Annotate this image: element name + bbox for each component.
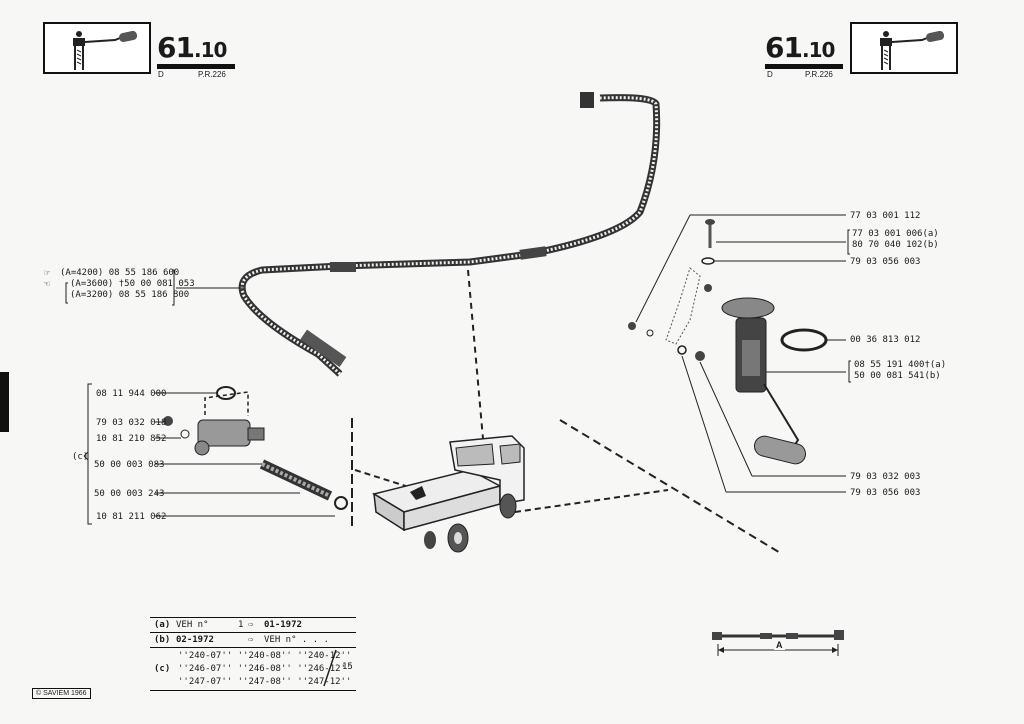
legend-row-a: (a) VEH n° 1 ⇨ 01-1972 [150, 618, 356, 633]
legend-table: (a) VEH n° 1 ⇨ 01-1972 (b) 02-1972 ⇨ VEH… [150, 617, 356, 691]
part-number-pair: 08 55 191 400†(a) 50 00 081 541(b) [854, 360, 946, 382]
sender-flange [721, 297, 775, 319]
header-thumbnail-left [43, 22, 151, 74]
part-number: 77 03 001 112 [850, 211, 921, 221]
cable-sleeve [330, 262, 356, 272]
part-number: 50 00 003 243 [94, 489, 165, 499]
code-left-b: P.R.226 [198, 70, 226, 79]
part-number: 50 00 081 541(b) [854, 371, 941, 381]
header-bar-left [157, 64, 235, 69]
header-thumbnail-right [850, 22, 958, 74]
cable-ref-list: ☞ (A=4200) 08 55 186 600 ☜ (A=3600) †50 … [44, 268, 195, 301]
part-number: 08 55 191 400†(a) [854, 360, 947, 370]
part-number-pair: 77 03 001 006(a) 80 70 040 102(b) [852, 229, 939, 251]
part-number: 79 03 056 003 [850, 257, 921, 267]
cable-nut [580, 92, 594, 108]
cable-sleeve [519, 246, 547, 260]
code-right-b: P.R.226 [805, 70, 833, 79]
part-number: 77 03 001 006(a) [852, 229, 939, 239]
part-number: 79 03 032 003 [850, 472, 921, 482]
part-number: 08 11 944 000 [96, 389, 167, 399]
o-ring [216, 386, 236, 400]
part-number: 80 70 040 102(b) [852, 240, 939, 250]
float [753, 435, 807, 465]
part-number: 79 03 056 003 [850, 488, 921, 498]
part-number: 50 00 003 083 [94, 460, 165, 470]
cable-ref-3: (A=3200) 08 55 186 800 [70, 290, 190, 300]
group-label: (c) [72, 452, 89, 462]
legend-row-b: (b) 02-1972 ⇨ VEH n° . . . [150, 633, 356, 648]
code-right-a: D [767, 70, 773, 79]
flange-seal [780, 328, 828, 352]
legend-row-c: (c) ''240-07'' ''240-08'' ''240-12'' ''2… [150, 648, 356, 691]
arrow-right-icon: ⇨ [248, 620, 254, 630]
part-number: 00 36 813 012 [850, 335, 921, 345]
finger-pointer-icon: ☞ [44, 268, 51, 279]
cable-end [300, 329, 347, 367]
part-number: 79 03 032 018 [96, 418, 167, 428]
sender-unit-icon [73, 30, 138, 70]
gasket-shape [665, 267, 701, 345]
part-number: 10 81 210 852 [96, 434, 167, 444]
code-left-a: D [158, 70, 164, 79]
truck-illustration [372, 435, 525, 553]
speedometer-cable [238, 94, 661, 377]
hand-pointer-icon: ☜ [44, 279, 51, 290]
part-number: 10 81 211 062 [96, 512, 167, 522]
cable-dimension-diagram [712, 630, 844, 656]
copyright-notice: © SAVIEM 1966 [32, 688, 91, 699]
arrow-right-icon: ⇨ [248, 635, 254, 645]
legend-c-ref: 15 [342, 662, 353, 672]
page-edge-tab [0, 372, 9, 432]
header-bar-right [765, 64, 843, 69]
cable-ref-2: (A=3600) †50 00 081 053 [70, 279, 195, 289]
cable-ref-1: (A=4200) 08 55 186 600 [60, 268, 180, 278]
section-number-right: 61.10 [765, 31, 835, 64]
dimension-label: A [774, 640, 785, 650]
sender-unit-icon [880, 30, 945, 70]
section-number-left: 61.10 [157, 31, 227, 64]
